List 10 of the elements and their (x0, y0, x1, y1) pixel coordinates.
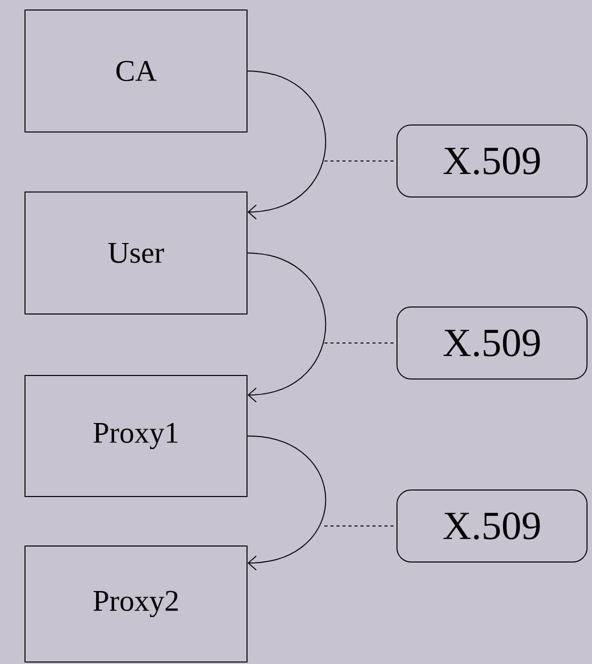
curved-arrow (247, 70, 326, 220)
entity-box: User (24, 192, 248, 314)
curved-arrow (247, 252, 326, 402)
curved-arrow (247, 436, 326, 570)
entity-box: Proxy1 (24, 375, 248, 497)
certificate-box: X.509 (396, 490, 588, 562)
entity-box: CA (24, 10, 248, 132)
certificate-box: X.509 (396, 124, 588, 198)
certificate-box: X.509 (396, 306, 588, 380)
entity-box: Proxy2 (24, 546, 248, 662)
